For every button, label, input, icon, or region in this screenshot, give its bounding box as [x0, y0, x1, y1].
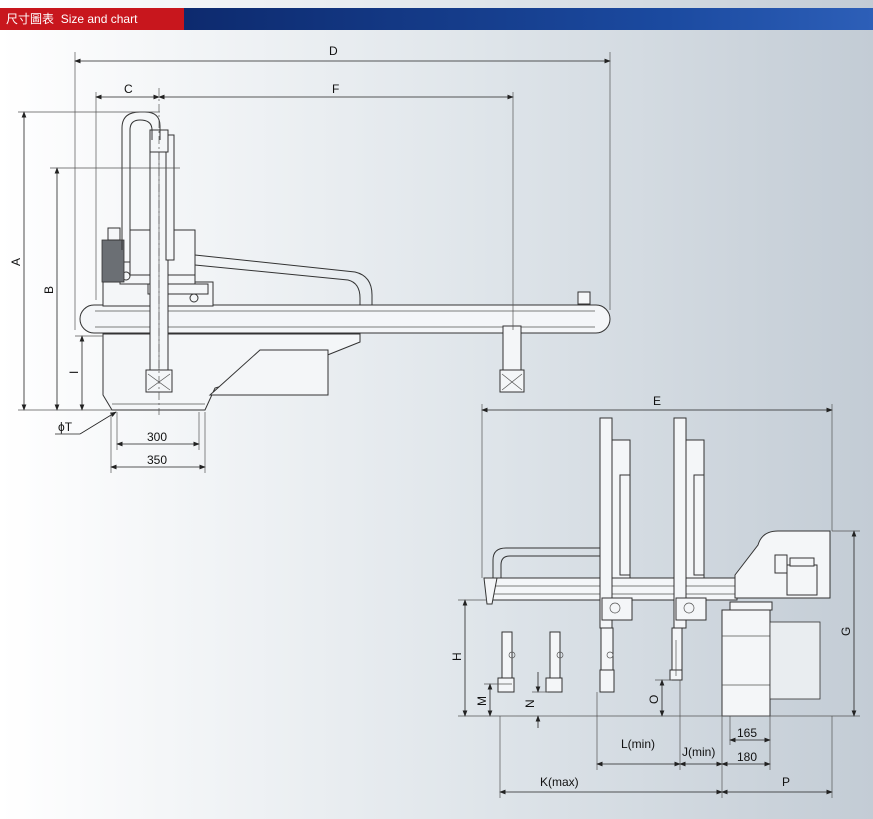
dim-label-180: 180: [737, 750, 757, 764]
dim-label-A: A: [9, 258, 23, 266]
dim-label-T: ϕT: [58, 420, 73, 434]
front-arm-1: [599, 417, 613, 629]
side-view: D C F A B I ϕT 300 350: [9, 44, 611, 473]
front-pedestal: [721, 609, 771, 717]
front-control-box: [769, 621, 821, 700]
header-title-cn: 尺寸圖表: [6, 12, 55, 26]
front-gripper-2: [545, 631, 564, 693]
front-view: E G H M N O L(min): [450, 394, 860, 798]
dim-label-350: 350: [147, 453, 167, 467]
side-motor: [101, 239, 125, 283]
section-header: 尺寸圖表 Size and chart: [0, 8, 873, 30]
dim-label-F: F: [332, 82, 339, 96]
side-base-skirt: [208, 349, 329, 396]
dim-label-M: M: [475, 696, 489, 706]
front-motor: [786, 564, 818, 596]
front-cable-arch: [492, 547, 600, 578]
side-traverse-beam: [79, 304, 611, 334]
dim-label-G: G: [839, 627, 853, 636]
dim-label-165: 165: [737, 726, 757, 740]
dim-label-D: D: [329, 44, 338, 58]
dim-label-300: 300: [147, 430, 167, 444]
dim-label-C: C: [124, 82, 133, 96]
dim-label-N: N: [523, 699, 537, 708]
dim-label-B: B: [42, 286, 56, 294]
dim-label-P: P: [782, 775, 790, 789]
dim-label-J: J(min): [682, 745, 715, 759]
side-far-arm: [502, 325, 522, 371]
front-gripper-3: [599, 651, 615, 693]
dim-label-O: O: [647, 695, 661, 704]
dim-label-K: K(max): [540, 775, 579, 789]
side-cable-arm: [194, 254, 373, 305]
front-arm-2: [673, 417, 687, 629]
header-bar: [184, 8, 873, 30]
header-title-en: Size and chart: [60, 12, 138, 26]
header-title: 尺寸圖表 Size and chart: [0, 8, 184, 30]
dim-label-H: H: [450, 652, 464, 661]
dim-label-E: E: [653, 394, 661, 408]
dim-label-I: I: [67, 371, 81, 374]
front-gripper-1: [497, 631, 516, 693]
front-gripper-4: [669, 640, 683, 681]
dim-label-L: L(min): [621, 737, 655, 751]
